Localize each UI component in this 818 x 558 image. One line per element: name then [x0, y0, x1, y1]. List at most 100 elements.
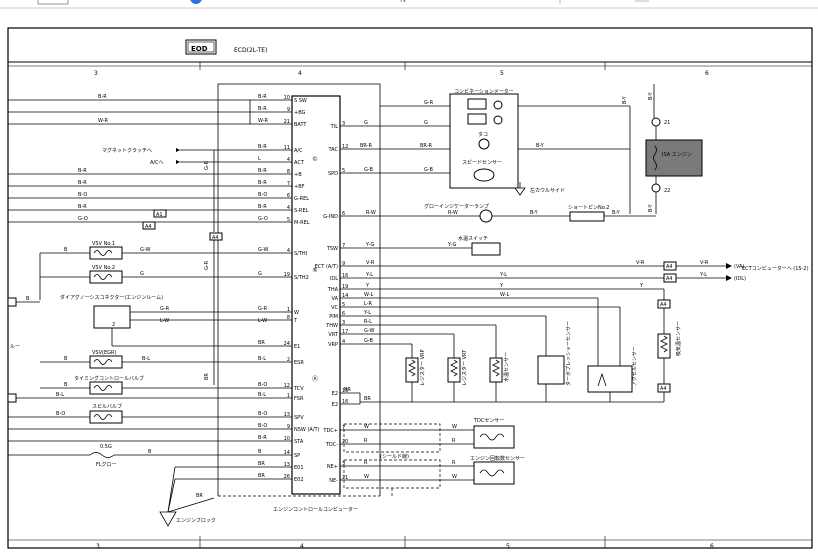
wire-label: BR [258, 461, 265, 467]
arrow-icon [726, 275, 732, 281]
ecu-pin-label: T [293, 318, 298, 324]
connector-22 [651, 183, 661, 193]
connector-label: 22 [664, 188, 670, 194]
wire-label: L-W [160, 318, 169, 324]
ecu-pin-number: 11 [284, 145, 290, 151]
resistor-icon [450, 359, 458, 377]
wire-label: B-Y [536, 143, 545, 149]
wire-label: B-Y [612, 210, 621, 216]
ecu-pin-label: VRP [328, 342, 338, 348]
wire-label: G [140, 271, 144, 277]
col-top-3: 3 [94, 70, 98, 77]
thermistor-icon [660, 335, 668, 353]
label-vsv1: VSV No.1 [92, 241, 115, 247]
wire-label: Y [639, 283, 644, 289]
ecu-pin-number: 10 [284, 436, 290, 442]
ecu-pin-label: PIM [329, 314, 338, 320]
wire-label: BR [344, 387, 351, 393]
wire-label: G-W [258, 247, 268, 253]
ground-icon [159, 511, 177, 527]
label-tacho: タコ [478, 131, 488, 138]
coil-icon [479, 433, 505, 441]
wire-label: G-R [258, 306, 268, 312]
col-bottom-4: 4 [300, 543, 304, 550]
toolbar-button[interactable] [635, 0, 649, 2]
ecu-pin-label: M-REL [294, 220, 310, 226]
ecu-pin-label: W [294, 310, 299, 316]
ecu-pin-label: TDC+ [322, 428, 338, 434]
ecu-mark-b: ® [312, 267, 318, 274]
wire-label: B-O [258, 192, 267, 198]
ecu-pin-label: IDL [330, 276, 338, 282]
viewer-toolbar: N [0, 0, 818, 22]
ecu-pin-label: TAC [328, 147, 339, 153]
label-rel-left: ルー [10, 344, 20, 350]
speed-sensor-icon [473, 168, 495, 182]
ecu-pin-number: 12 [284, 383, 290, 389]
ecu-pin-number: 24 [284, 341, 290, 347]
wire-label: L-W [258, 318, 267, 324]
ecu-pin-number: 14 [342, 293, 348, 299]
wire-label: G-R [204, 260, 210, 270]
ecu-pin-label: SPV [294, 415, 304, 421]
wire-label: BR [204, 373, 210, 380]
ecu-pin-number: 21 [284, 119, 290, 125]
ecu-pin-label: SP [294, 453, 300, 459]
ecu-pin-number: 10 [284, 95, 290, 101]
ecu-pin-number: 4 [287, 157, 290, 163]
pin-label: 2 [112, 322, 115, 328]
resistor-vrt [447, 357, 461, 383]
connector-label: A4 [212, 235, 219, 241]
wire-label: G-B [364, 338, 374, 344]
wire-label: W-L [364, 292, 374, 298]
label-ect: ECTコンピューターへ (15-2) [742, 265, 809, 272]
ecu-pin-number: 2 [287, 357, 290, 363]
connector-label: A4 [666, 276, 673, 282]
ecu-pin-number: 4 [342, 339, 345, 345]
title-logo: EOD [191, 45, 208, 53]
toolbar-input[interactable] [37, 0, 69, 5]
wire-label: B-L [56, 392, 64, 398]
ecu-pin-label: S-REL [294, 208, 309, 214]
wire-label: B-O [258, 382, 267, 388]
wire-label: R-W [448, 210, 458, 216]
isa-coil-icon [653, 145, 657, 171]
wire-label: Y-G [365, 242, 374, 248]
wire-label: G-R [204, 160, 210, 170]
connector-label: A1 [156, 212, 163, 218]
wire-label: W-R [98, 118, 109, 124]
wire-label: BR [258, 340, 265, 346]
ecu-pin-label: S SW [294, 98, 307, 104]
label-resistor-vrt: レジスター VRT [461, 349, 468, 386]
coil-icon [93, 414, 113, 420]
ecu-pin-number: 17 [342, 329, 348, 335]
ecu-pin-label: S/TH2 [294, 275, 309, 281]
ecu-pin-label: A/C [294, 148, 303, 154]
wire-label: B [26, 296, 30, 302]
ecu-pin-number: 7 [342, 425, 345, 431]
label-timing-valve: タイミングコントロールバルブ [74, 375, 144, 382]
connector-label: A4 [666, 264, 673, 270]
ecu-pin-number: 20 [342, 439, 348, 445]
label-ne-sensor: エンジン回転数センサー [470, 455, 525, 462]
ecu-pin-label: +BF [294, 184, 305, 190]
wire-label: BR [364, 396, 371, 402]
wire-label: B-R [258, 204, 267, 210]
ecu-pin-number: 6 [342, 211, 345, 217]
wire-label: B [64, 247, 68, 253]
ecu-pin-number: 19 [342, 284, 348, 290]
wire-label: B-L [258, 392, 266, 398]
ecu-pin-number: 16 [342, 399, 348, 405]
ecu-pin-number: 6 [342, 311, 345, 317]
ecu-pin-number: 21 [342, 475, 348, 481]
connector-a4 [142, 221, 156, 230]
toolbar-circle-icon[interactable] [190, 0, 202, 4]
ecu-pin-number: 3 [342, 461, 345, 467]
label-fusible: 0.5G [100, 444, 112, 450]
wire-label: B-R [78, 180, 87, 186]
ecu-pin-label: G-IND [323, 214, 338, 220]
ecu-pin-number: 8 [287, 169, 290, 175]
lamp-icon [493, 100, 503, 110]
